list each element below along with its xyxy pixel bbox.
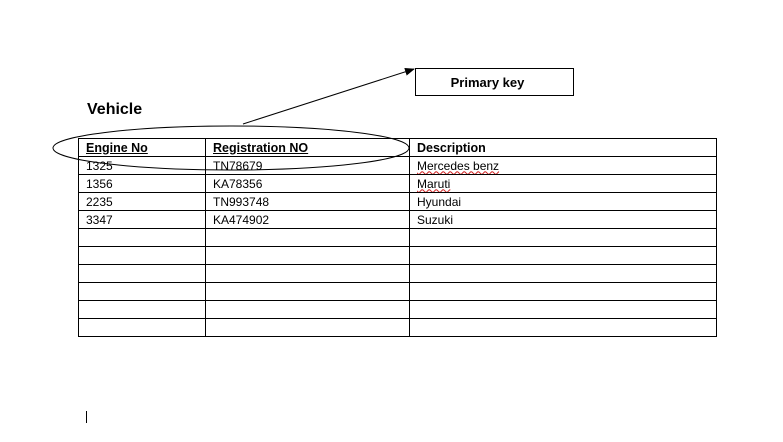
cell-description[interactable]: Suzuki: [409, 210, 717, 229]
cell-engine-no[interactable]: [78, 264, 206, 283]
table-row: 1325 TN78679 Mercedes benz: [78, 156, 717, 175]
cell-description[interactable]: Mercedes benz: [409, 156, 717, 175]
header-registration-no[interactable]: Registration NO: [205, 138, 410, 157]
table-row: [78, 282, 717, 301]
cell-description[interactable]: [409, 264, 717, 283]
cell-description[interactable]: [409, 246, 717, 265]
cell-engine-no[interactable]: 1325: [78, 156, 206, 175]
table-header-row: Engine No Registration NO Description: [78, 138, 717, 157]
cell-registration-no[interactable]: KA474902: [205, 210, 410, 229]
table-row: [78, 246, 717, 265]
cell-engine-no[interactable]: 2235: [78, 192, 206, 211]
table-row: [78, 318, 717, 337]
cell-registration-no[interactable]: [205, 282, 410, 301]
table-row: 1356 KA78356 Maruti: [78, 174, 717, 193]
header-engine-no[interactable]: Engine No: [78, 138, 206, 157]
cell-description-text: Maruti: [417, 176, 451, 191]
cell-registration-no[interactable]: [205, 228, 410, 247]
cell-description[interactable]: [409, 282, 717, 301]
table-title: Vehicle: [87, 101, 143, 118]
primary-key-callout-box[interactable]: Primary key: [415, 68, 574, 96]
cell-engine-no[interactable]: [78, 300, 206, 319]
cell-engine-no[interactable]: 1356: [78, 174, 206, 193]
table-row: 3347 KA474902 Suzuki: [78, 210, 717, 229]
header-description[interactable]: Description: [409, 138, 717, 157]
table-row: [78, 300, 717, 319]
cell-engine-no[interactable]: [78, 246, 206, 265]
cell-registration-no[interactable]: [205, 318, 410, 337]
cell-description[interactable]: [409, 318, 717, 337]
cell-engine-no[interactable]: 3347: [78, 210, 206, 229]
cell-registration-no[interactable]: [205, 264, 410, 283]
cell-engine-no[interactable]: [78, 318, 206, 337]
cell-description[interactable]: Maruti: [409, 174, 717, 193]
callout-arrow[interactable]: [242, 67, 415, 125]
primary-key-label: Primary key: [450, 74, 525, 90]
table-row: [78, 228, 717, 247]
cell-description[interactable]: [409, 300, 717, 319]
cell-registration-no[interactable]: KA78356: [205, 174, 410, 193]
cell-registration-no[interactable]: TN78679: [205, 156, 410, 175]
cell-registration-no[interactable]: TN993748: [205, 192, 410, 211]
cell-registration-no[interactable]: [205, 300, 410, 319]
cell-description[interactable]: Hyundai: [409, 192, 717, 211]
cell-engine-no[interactable]: [78, 228, 206, 247]
vehicle-table: Engine No Registration NO Description 13…: [78, 138, 717, 337]
table-row: [78, 264, 717, 283]
cell-description[interactable]: [409, 228, 717, 247]
table-row: 2235 TN993748 Hyundai: [78, 192, 717, 211]
text-cursor: [86, 411, 87, 423]
cell-engine-no[interactable]: [78, 282, 206, 301]
cell-registration-no[interactable]: [205, 246, 410, 265]
cell-description-text: Mercedes benz: [417, 158, 500, 173]
